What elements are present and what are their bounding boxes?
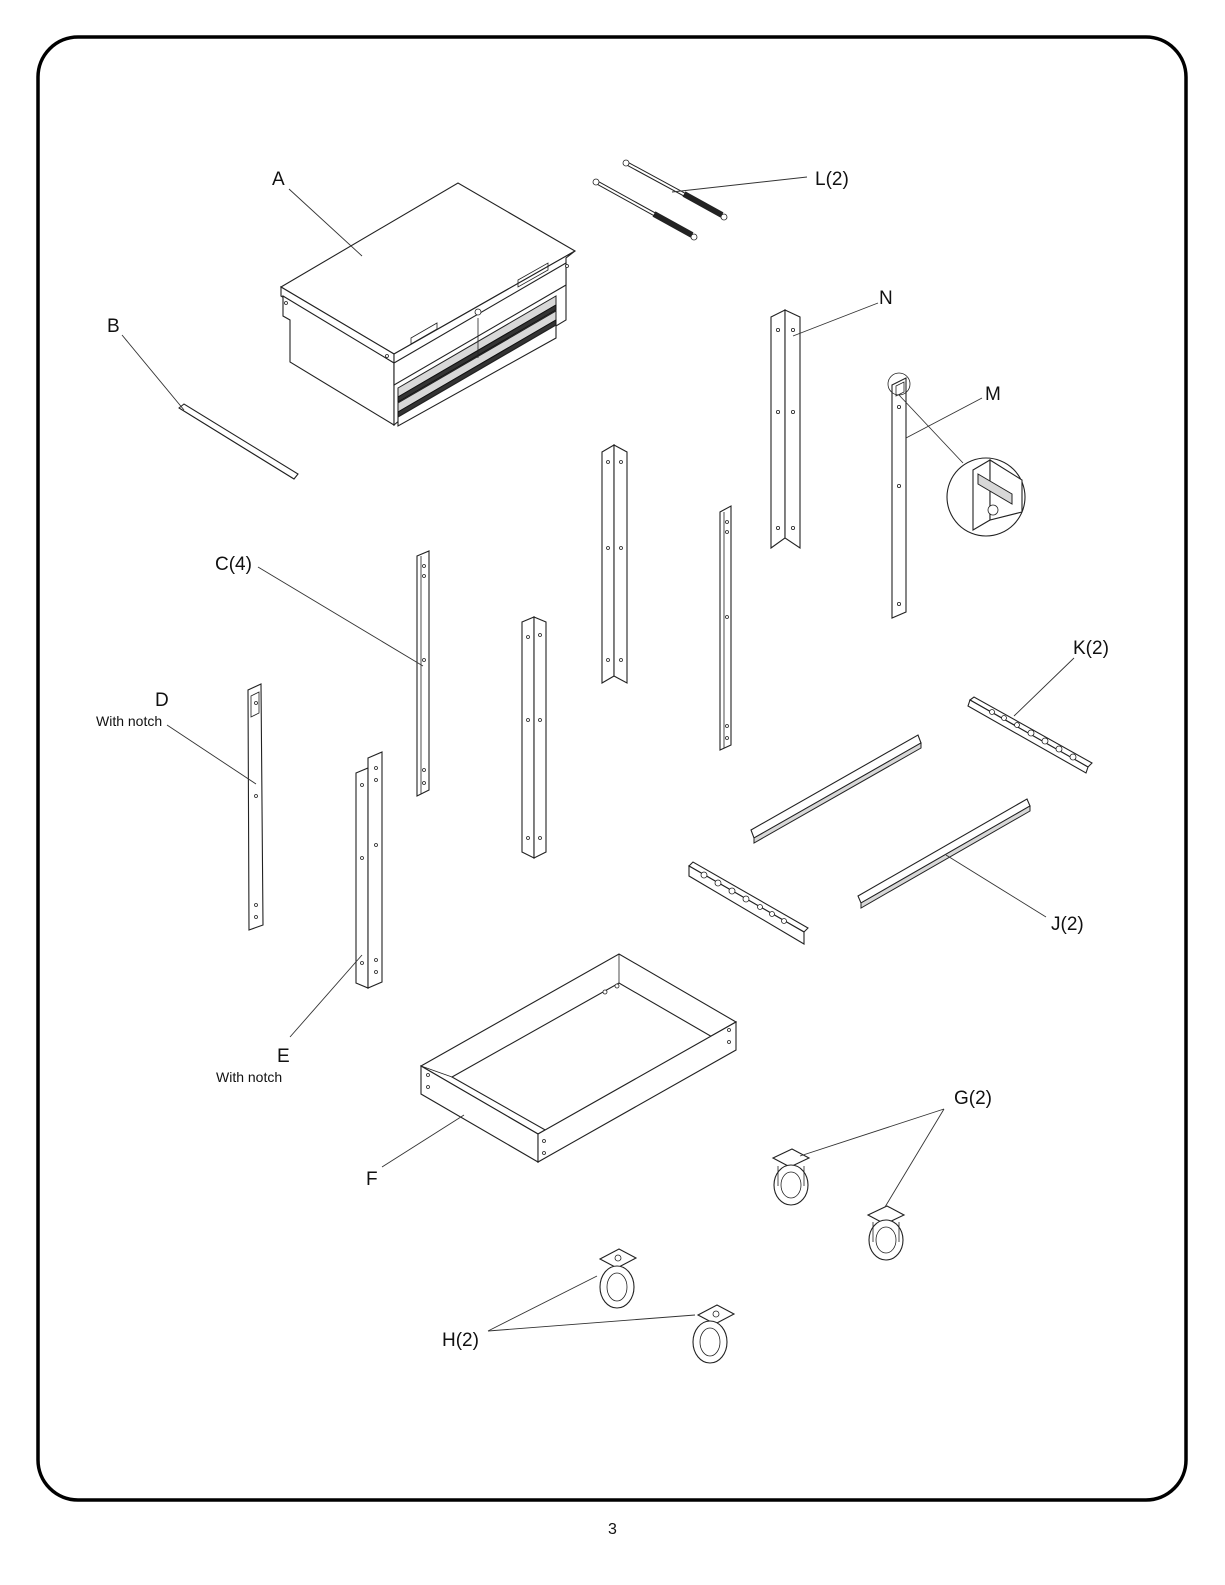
part-h-caster-1 <box>600 1249 636 1308</box>
label-m: M <box>985 384 1001 405</box>
label-k: K(2) <box>1073 638 1109 659</box>
label-n: N <box>879 288 893 309</box>
part-c-post-1 <box>417 551 429 796</box>
part-k-bracket-1 <box>968 697 1092 773</box>
label-d: D <box>155 690 169 711</box>
part-g-caster-1 <box>773 1149 809 1205</box>
part-c-post-3 <box>602 445 627 683</box>
part-n-post <box>771 310 800 548</box>
part-j-rail-1 <box>751 735 921 843</box>
part-k-bracket-2 <box>689 862 808 944</box>
part-d-post <box>248 684 263 930</box>
label-b: B <box>107 316 120 337</box>
leader-lines <box>122 177 1074 1331</box>
label-e-note: With notch <box>216 1069 282 1085</box>
label-g: G(2) <box>954 1088 992 1109</box>
label-h: H(2) <box>442 1330 479 1351</box>
part-h-caster-2 <box>693 1305 734 1363</box>
part-c-post-2 <box>522 617 546 858</box>
page-number: 3 <box>0 1521 1225 1539</box>
part-m-post <box>888 373 1025 618</box>
part-a-chest <box>281 183 575 426</box>
label-e: E <box>277 1046 290 1067</box>
label-l: L(2) <box>815 169 849 190</box>
label-a: A <box>272 169 285 190</box>
label-j: J(2) <box>1051 914 1084 935</box>
part-b-rod <box>179 404 298 479</box>
part-j-rail-2 <box>858 799 1030 908</box>
part-l-gas-struts <box>593 160 727 240</box>
label-d-note: With notch <box>96 713 162 729</box>
part-g-caster-2 <box>868 1206 904 1260</box>
part-e-post <box>356 752 382 988</box>
label-f: F <box>366 1169 378 1190</box>
part-f-frame <box>421 954 736 1162</box>
part-c-post-4 <box>720 506 731 750</box>
label-c: C(4) <box>215 554 252 575</box>
